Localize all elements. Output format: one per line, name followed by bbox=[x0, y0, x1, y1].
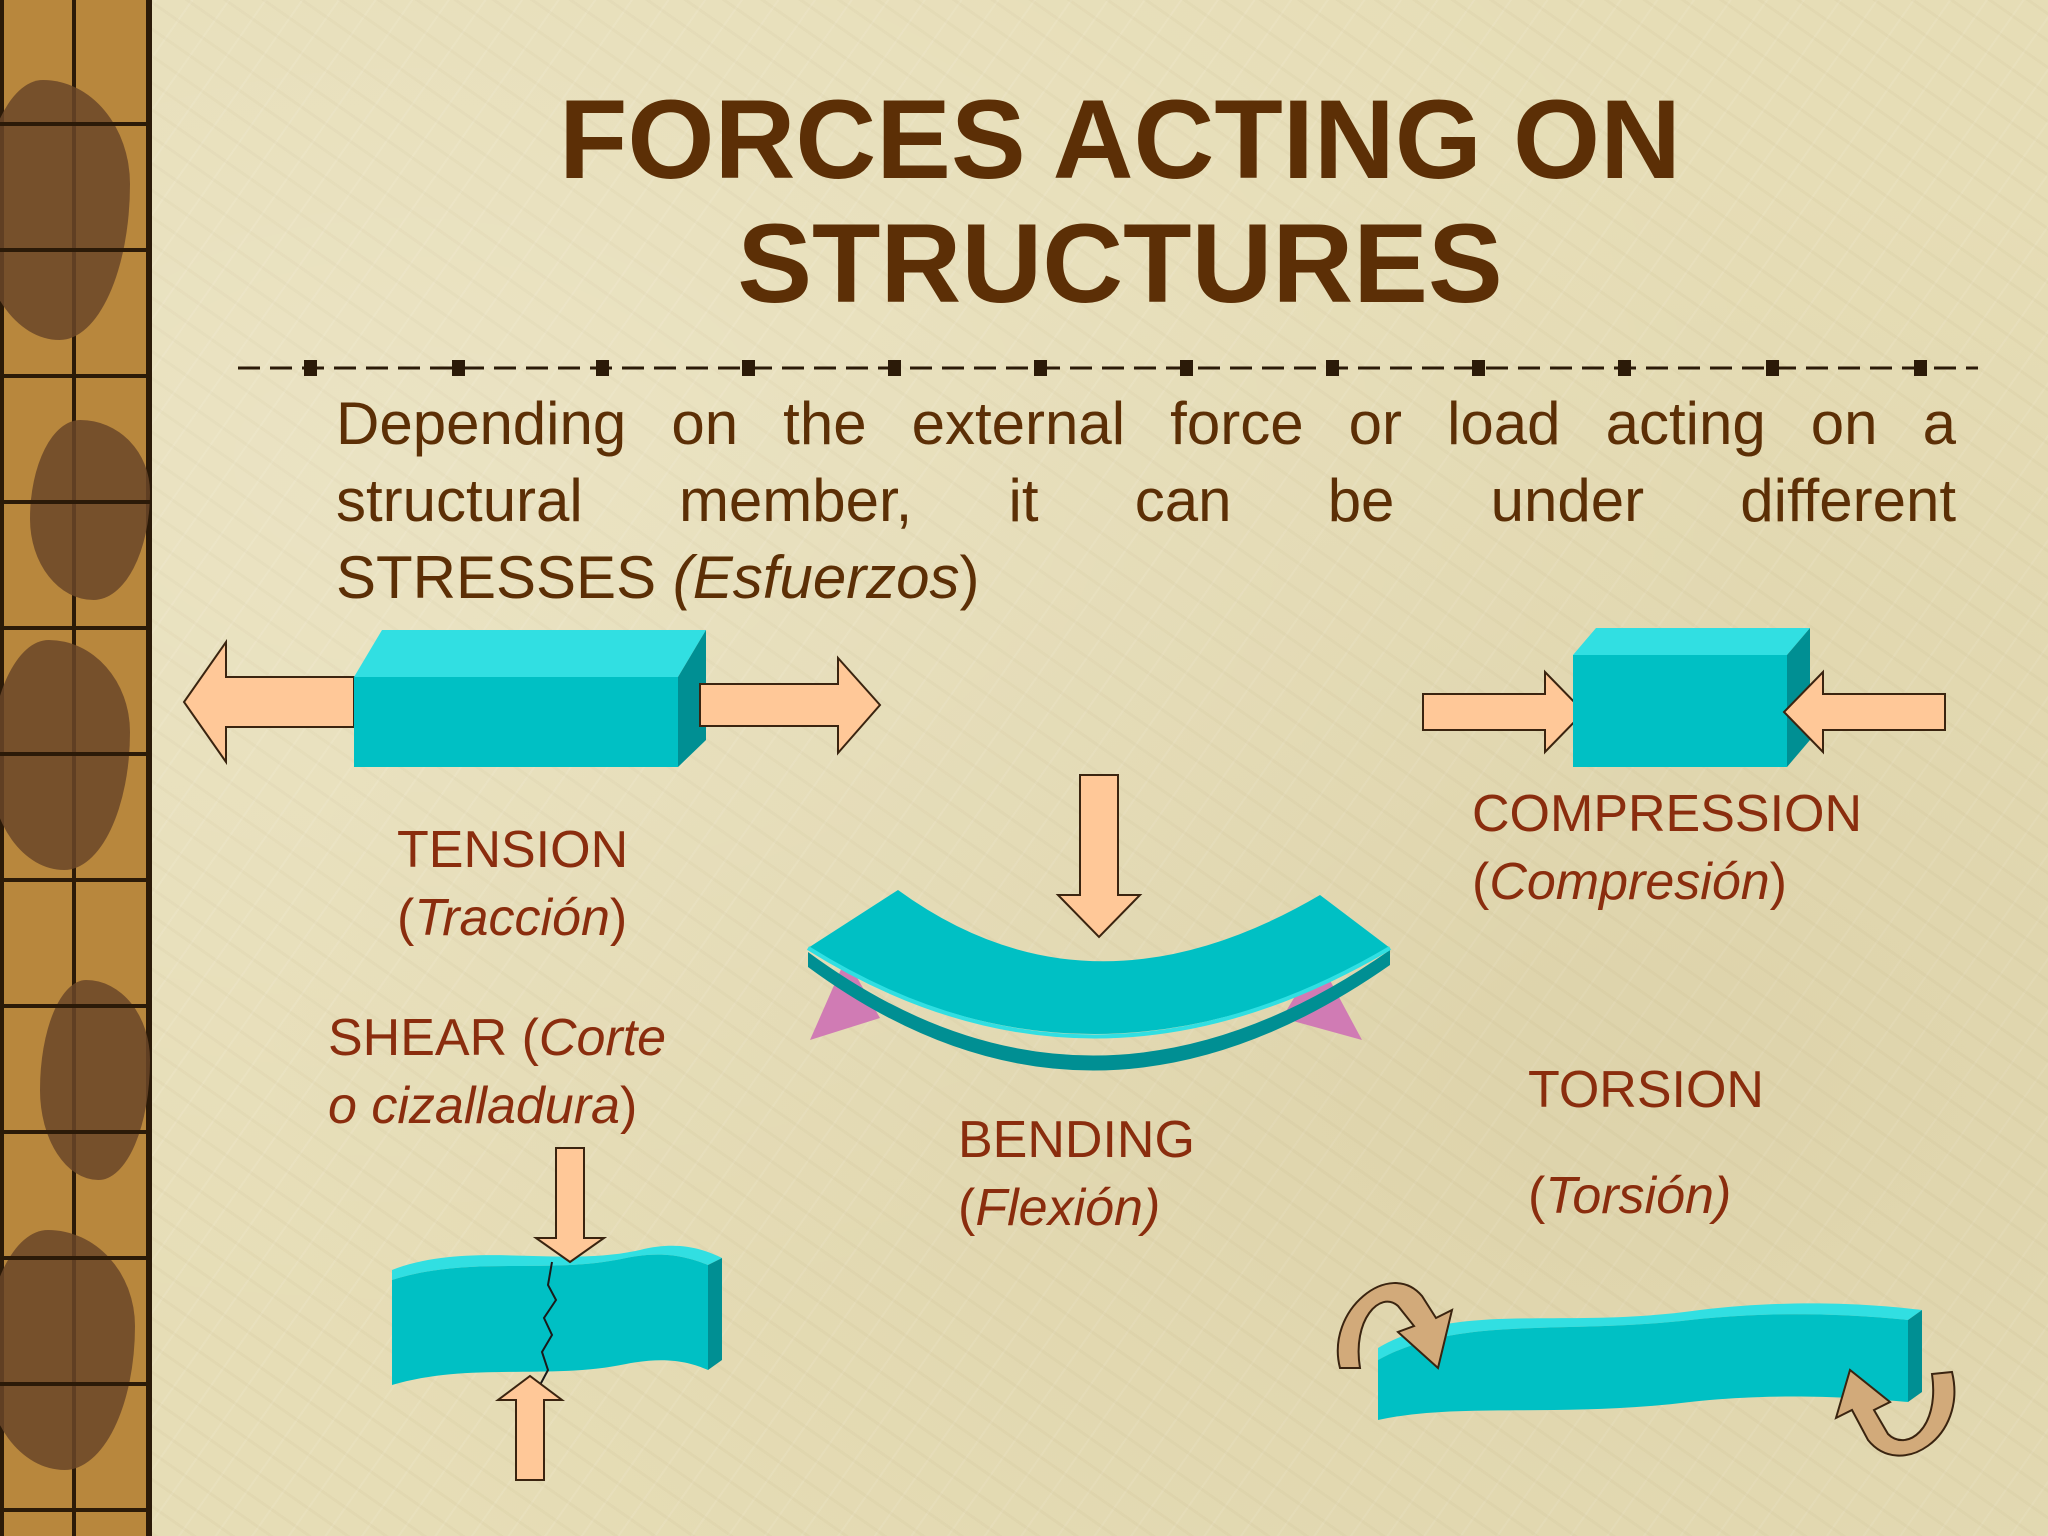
tension-label: TENSION (Tracción) bbox=[397, 816, 628, 952]
intro-paragraph: Depending on the external force or load … bbox=[336, 385, 1956, 616]
tension-translation: Tracción bbox=[414, 889, 610, 947]
intro-translation: (Esfuerzos bbox=[672, 544, 960, 611]
shear-label: SHEAR (Corte o cizalladura) bbox=[328, 1009, 667, 1135]
compression-beam-top bbox=[1573, 628, 1810, 655]
bending-diagram bbox=[806, 774, 1392, 1071]
tension-beam-front bbox=[354, 677, 678, 767]
compression-diagram bbox=[1422, 628, 1946, 767]
bending-beam-edge bbox=[806, 946, 1392, 1039]
bending-beam-body bbox=[808, 890, 1390, 1034]
torsion-beam-top bbox=[1378, 1303, 1922, 1360]
bending-translation: Flexión) bbox=[975, 1179, 1161, 1237]
bending-name: BENDING bbox=[958, 1111, 1195, 1169]
torsion-label: TORSION (Torsión) bbox=[1528, 1056, 1764, 1230]
divider-markers bbox=[304, 360, 1927, 376]
title-line-1: FORCES ACTING ON bbox=[558, 77, 1682, 202]
shear-up-arrow bbox=[495, 1374, 565, 1481]
torsion-beam-front bbox=[1378, 1314, 1908, 1420]
torsion-diagram bbox=[1336, 1282, 1956, 1457]
torsion-name: TORSION bbox=[1528, 1061, 1764, 1119]
torsion-beam-side bbox=[1908, 1310, 1922, 1402]
shear-translation-1: Corte bbox=[538, 1009, 667, 1067]
torsion-right-rotation-arrow bbox=[1834, 1368, 1956, 1457]
bending-load-arrow bbox=[1055, 774, 1143, 939]
torsion-translation: Torsión) bbox=[1545, 1167, 1732, 1225]
shear-diagram bbox=[392, 1147, 722, 1481]
intro-line-1: Depending on the external force or load … bbox=[336, 390, 1956, 457]
shear-down-arrow bbox=[532, 1147, 608, 1264]
bending-beam-underside bbox=[808, 950, 1390, 1071]
shear-beam-side bbox=[708, 1258, 722, 1370]
title-divider bbox=[238, 360, 1978, 376]
tension-diagram bbox=[182, 630, 882, 767]
shear-translation-2: o cizalladura bbox=[328, 1077, 620, 1135]
shear-beam-front bbox=[392, 1254, 708, 1385]
title-line-2: STRUCTURES bbox=[737, 201, 1503, 326]
tension-left-arrow bbox=[182, 638, 355, 766]
intro-line-3: STRESSES (Esfuerzos) bbox=[336, 544, 980, 611]
decorative-border-strip bbox=[0, 0, 152, 1536]
bending-support-left bbox=[810, 958, 880, 1040]
compression-label: COMPRESSION (Compresión) bbox=[1472, 780, 1862, 916]
tension-name: TENSION bbox=[397, 821, 629, 879]
tension-beam-side bbox=[678, 630, 706, 767]
bending-label: BENDING (Flexión) bbox=[958, 1106, 1195, 1242]
torsion-left-rotation-arrow bbox=[1336, 1282, 1454, 1370]
compression-translation: Compresión bbox=[1489, 853, 1770, 911]
shear-beam-top bbox=[392, 1245, 722, 1280]
shear-name: SHEAR ( bbox=[328, 1009, 539, 1067]
shear-crack-line bbox=[539, 1261, 558, 1386]
compression-beam-front bbox=[1573, 655, 1787, 767]
tension-beam-top bbox=[354, 630, 706, 677]
intro-line-2: structural member, it can be under diffe… bbox=[336, 467, 1956, 534]
slide-title: FORCES ACTING ON STRUCTURES bbox=[420, 78, 1820, 326]
compression-right-arrow bbox=[1782, 669, 1946, 755]
tension-right-arrow bbox=[699, 655, 882, 756]
compression-name: COMPRESSION bbox=[1472, 785, 1863, 843]
compression-left-arrow bbox=[1422, 669, 1586, 755]
